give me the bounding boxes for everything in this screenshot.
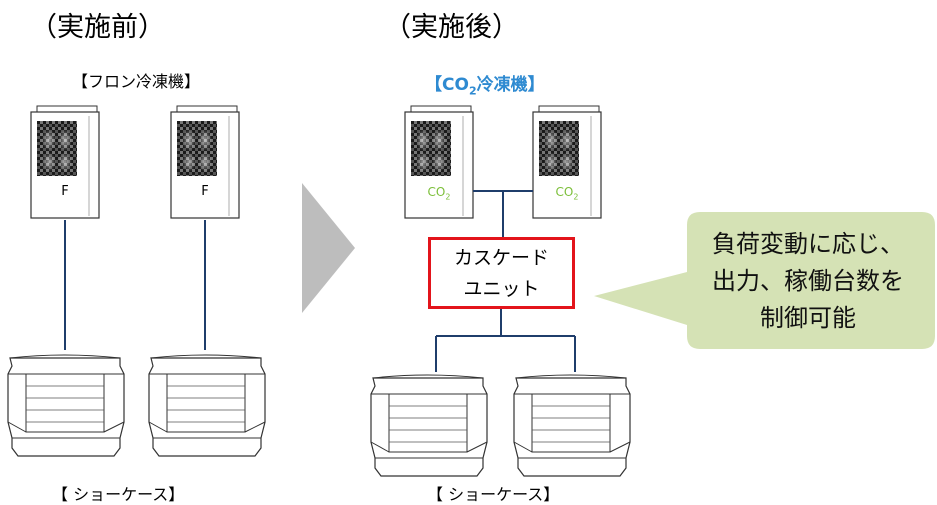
after-showcase-label: 【 ショーケース】 (427, 485, 560, 504)
right-arrow-icon (302, 183, 355, 313)
callout-line2: 出力、稼働台数を (712, 267, 904, 295)
showcase-icon (370, 374, 488, 477)
before-heading: （実施前） (30, 12, 165, 43)
after-heading: （実施後） (384, 12, 519, 43)
callout-line1: 負荷変動に応じ、 (712, 230, 904, 258)
callout-bubble (594, 212, 935, 349)
unit-mark-co2: CO2 (555, 185, 579, 202)
unit-mark-f: F (61, 184, 69, 199)
refrigeration-unit-icon (30, 105, 100, 219)
before-showcase-label: 【 ショーケース】 (52, 485, 185, 504)
cascade-label-line1: カスケード (453, 247, 549, 269)
refrigeration-unit-icon (170, 105, 240, 219)
showcase-icon (513, 374, 631, 477)
after-unit-label: 【CO2冷凍機】 (425, 75, 545, 98)
callout-line3: 制御可能 (760, 304, 856, 332)
pipe-network (435, 190, 576, 372)
cascade-label-line2: ユニット (463, 278, 540, 300)
showcase-icon (148, 354, 266, 457)
unit-mark-f: F (201, 184, 209, 199)
callout-text: 負荷変動に応じ、 出力、稼働台数を 制御可能 (682, 226, 934, 337)
unit-mark-co2: CO2 (427, 185, 451, 202)
before-unit-label: 【フロン冷凍機】 (72, 72, 201, 91)
showcase-icon (7, 354, 125, 457)
cascade-unit-box: カスケード ユニット (428, 237, 575, 309)
